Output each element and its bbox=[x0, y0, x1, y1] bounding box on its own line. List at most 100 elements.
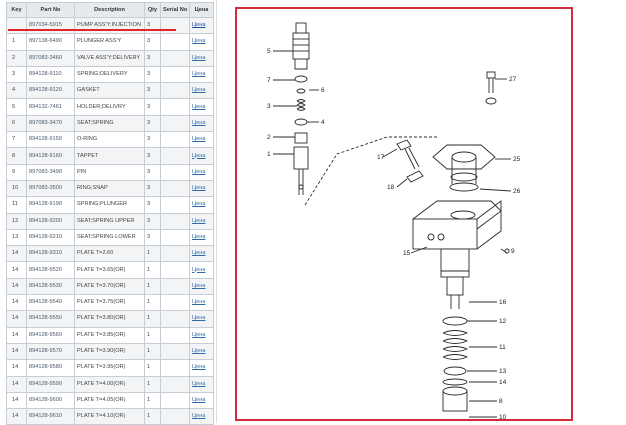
row-qty: 3 bbox=[144, 49, 161, 67]
row-price-link[interactable]: Цена bbox=[189, 212, 214, 230]
row-key: 1 bbox=[6, 33, 27, 51]
row-price-link[interactable]: Цена bbox=[189, 65, 214, 84]
header-price: Цена bbox=[189, 2, 214, 18]
row-price-link[interactable]: Цена bbox=[189, 326, 214, 344]
row-qty: 3 bbox=[144, 179, 161, 198]
row-price-link[interactable]: Цена bbox=[189, 49, 214, 67]
row-key: 14 bbox=[6, 294, 27, 312]
row-serial bbox=[160, 212, 190, 230]
row-price-link[interactable]: Цена bbox=[189, 82, 214, 100]
row-part-no: 894128-9210 bbox=[26, 228, 75, 247]
callout-label: 2 bbox=[267, 134, 271, 141]
row-key: 14 bbox=[6, 310, 27, 328]
row-serial bbox=[160, 342, 190, 361]
row-key: 14 bbox=[6, 408, 27, 425]
row-part-no: 894128-9590 bbox=[26, 375, 75, 393]
row-price-link[interactable]: Цена bbox=[189, 131, 214, 149]
row-serial bbox=[160, 391, 190, 410]
row-part-no: 897083-3490 bbox=[26, 163, 75, 181]
row-part-no: 894128-9200 bbox=[26, 212, 75, 230]
row-serial bbox=[160, 98, 190, 116]
row-description: PLATE T=4.10(OR) bbox=[74, 408, 145, 425]
row-part-no: 894128-9540 bbox=[26, 294, 75, 312]
row-price-link[interactable]: Цена bbox=[189, 342, 214, 361]
row-description: GASKET bbox=[74, 82, 145, 100]
row-description: O-RING bbox=[74, 131, 145, 149]
row-qty: 3 bbox=[144, 65, 161, 84]
row-price-link[interactable]: Цена bbox=[189, 228, 214, 247]
row-description: SPRING;DELIVERY bbox=[74, 65, 145, 84]
row-price-link[interactable]: Цена bbox=[189, 391, 214, 410]
row-description: PIN bbox=[74, 163, 145, 181]
row-description: TAPPET bbox=[74, 147, 145, 165]
row-key: 8 bbox=[6, 147, 27, 165]
callout-label: 15 bbox=[403, 250, 411, 257]
row-qty: 1 bbox=[144, 277, 161, 296]
row-price-link[interactable]: Цена bbox=[189, 294, 214, 312]
row-price-link[interactable]: Цена bbox=[189, 245, 214, 263]
row-price-link[interactable]: Цена bbox=[189, 359, 214, 377]
row-serial bbox=[160, 114, 190, 133]
row-key: 6 bbox=[6, 114, 27, 133]
row-qty: 1 bbox=[144, 375, 161, 393]
callout-label: 18 bbox=[387, 184, 395, 191]
row-price-link[interactable]: Цена bbox=[189, 196, 214, 214]
row-qty: 1 bbox=[144, 408, 161, 425]
row-part-no: 894128-9530 bbox=[26, 277, 75, 296]
callout-label: 9 bbox=[511, 248, 515, 255]
row-qty: 3 bbox=[144, 212, 161, 230]
callout-label: 11 bbox=[499, 344, 506, 351]
row-key: 12 bbox=[6, 212, 27, 230]
row-price-link[interactable]: Цена bbox=[189, 375, 214, 393]
row-description: PLATE T=4.00(OR) bbox=[74, 375, 145, 393]
row-price-link[interactable]: Цена bbox=[189, 277, 214, 296]
callout-label: 16 bbox=[499, 299, 507, 306]
row-key: 3 bbox=[6, 65, 27, 84]
row-price-link[interactable]: Цена bbox=[189, 33, 214, 51]
row-price-link[interactable]: Цена bbox=[189, 98, 214, 116]
row-serial bbox=[160, 33, 190, 51]
row-description: SEAT;SPRING UPPER bbox=[74, 212, 145, 230]
callout-label: 14 bbox=[499, 379, 507, 386]
row-part-no: 894128-9160 bbox=[26, 147, 75, 165]
row-qty: 3 bbox=[144, 131, 161, 149]
row-description: PLATE T=3.85(OR) bbox=[74, 326, 145, 344]
callout-label: 27 bbox=[509, 76, 517, 83]
row-qty: 1 bbox=[144, 359, 161, 377]
row-price-link[interactable]: Цена bbox=[189, 179, 214, 198]
row-price-link[interactable]: Цена bbox=[189, 114, 214, 133]
row-key: 7 bbox=[6, 131, 27, 149]
callout-label: 26 bbox=[513, 188, 521, 195]
row-price-link[interactable]: Цена bbox=[189, 163, 214, 181]
row-price-link[interactable]: Цена bbox=[189, 147, 214, 165]
row-serial bbox=[160, 196, 190, 214]
row-description: PLATE T=3.90(OR) bbox=[74, 342, 145, 361]
row-price-link[interactable]: Цена bbox=[189, 261, 214, 279]
row-serial bbox=[160, 131, 190, 149]
header-qty: Qty bbox=[144, 2, 161, 18]
callout-label: 7 bbox=[267, 77, 271, 84]
callout-label: 6 bbox=[321, 87, 325, 94]
row-key: 14 bbox=[6, 375, 27, 393]
row-price-link[interactable]: Цена bbox=[189, 16, 214, 35]
row-key: 4 bbox=[6, 82, 27, 100]
row-qty: 1 bbox=[144, 294, 161, 312]
row-key: 5 bbox=[6, 98, 27, 116]
row-price-link[interactable]: Цена bbox=[189, 408, 214, 425]
row-qty: 1 bbox=[144, 310, 161, 328]
header-description: Description bbox=[74, 2, 145, 18]
row-part-no: 894128-9610 bbox=[26, 408, 75, 425]
row-part-no: 897083-3500 bbox=[26, 179, 75, 198]
row-key: 2 bbox=[6, 49, 27, 67]
row-part-no: 897083-3460 bbox=[26, 49, 75, 67]
row-price-link[interactable]: Цена bbox=[189, 310, 214, 328]
row-part-no: 894128-9310 bbox=[26, 245, 75, 263]
